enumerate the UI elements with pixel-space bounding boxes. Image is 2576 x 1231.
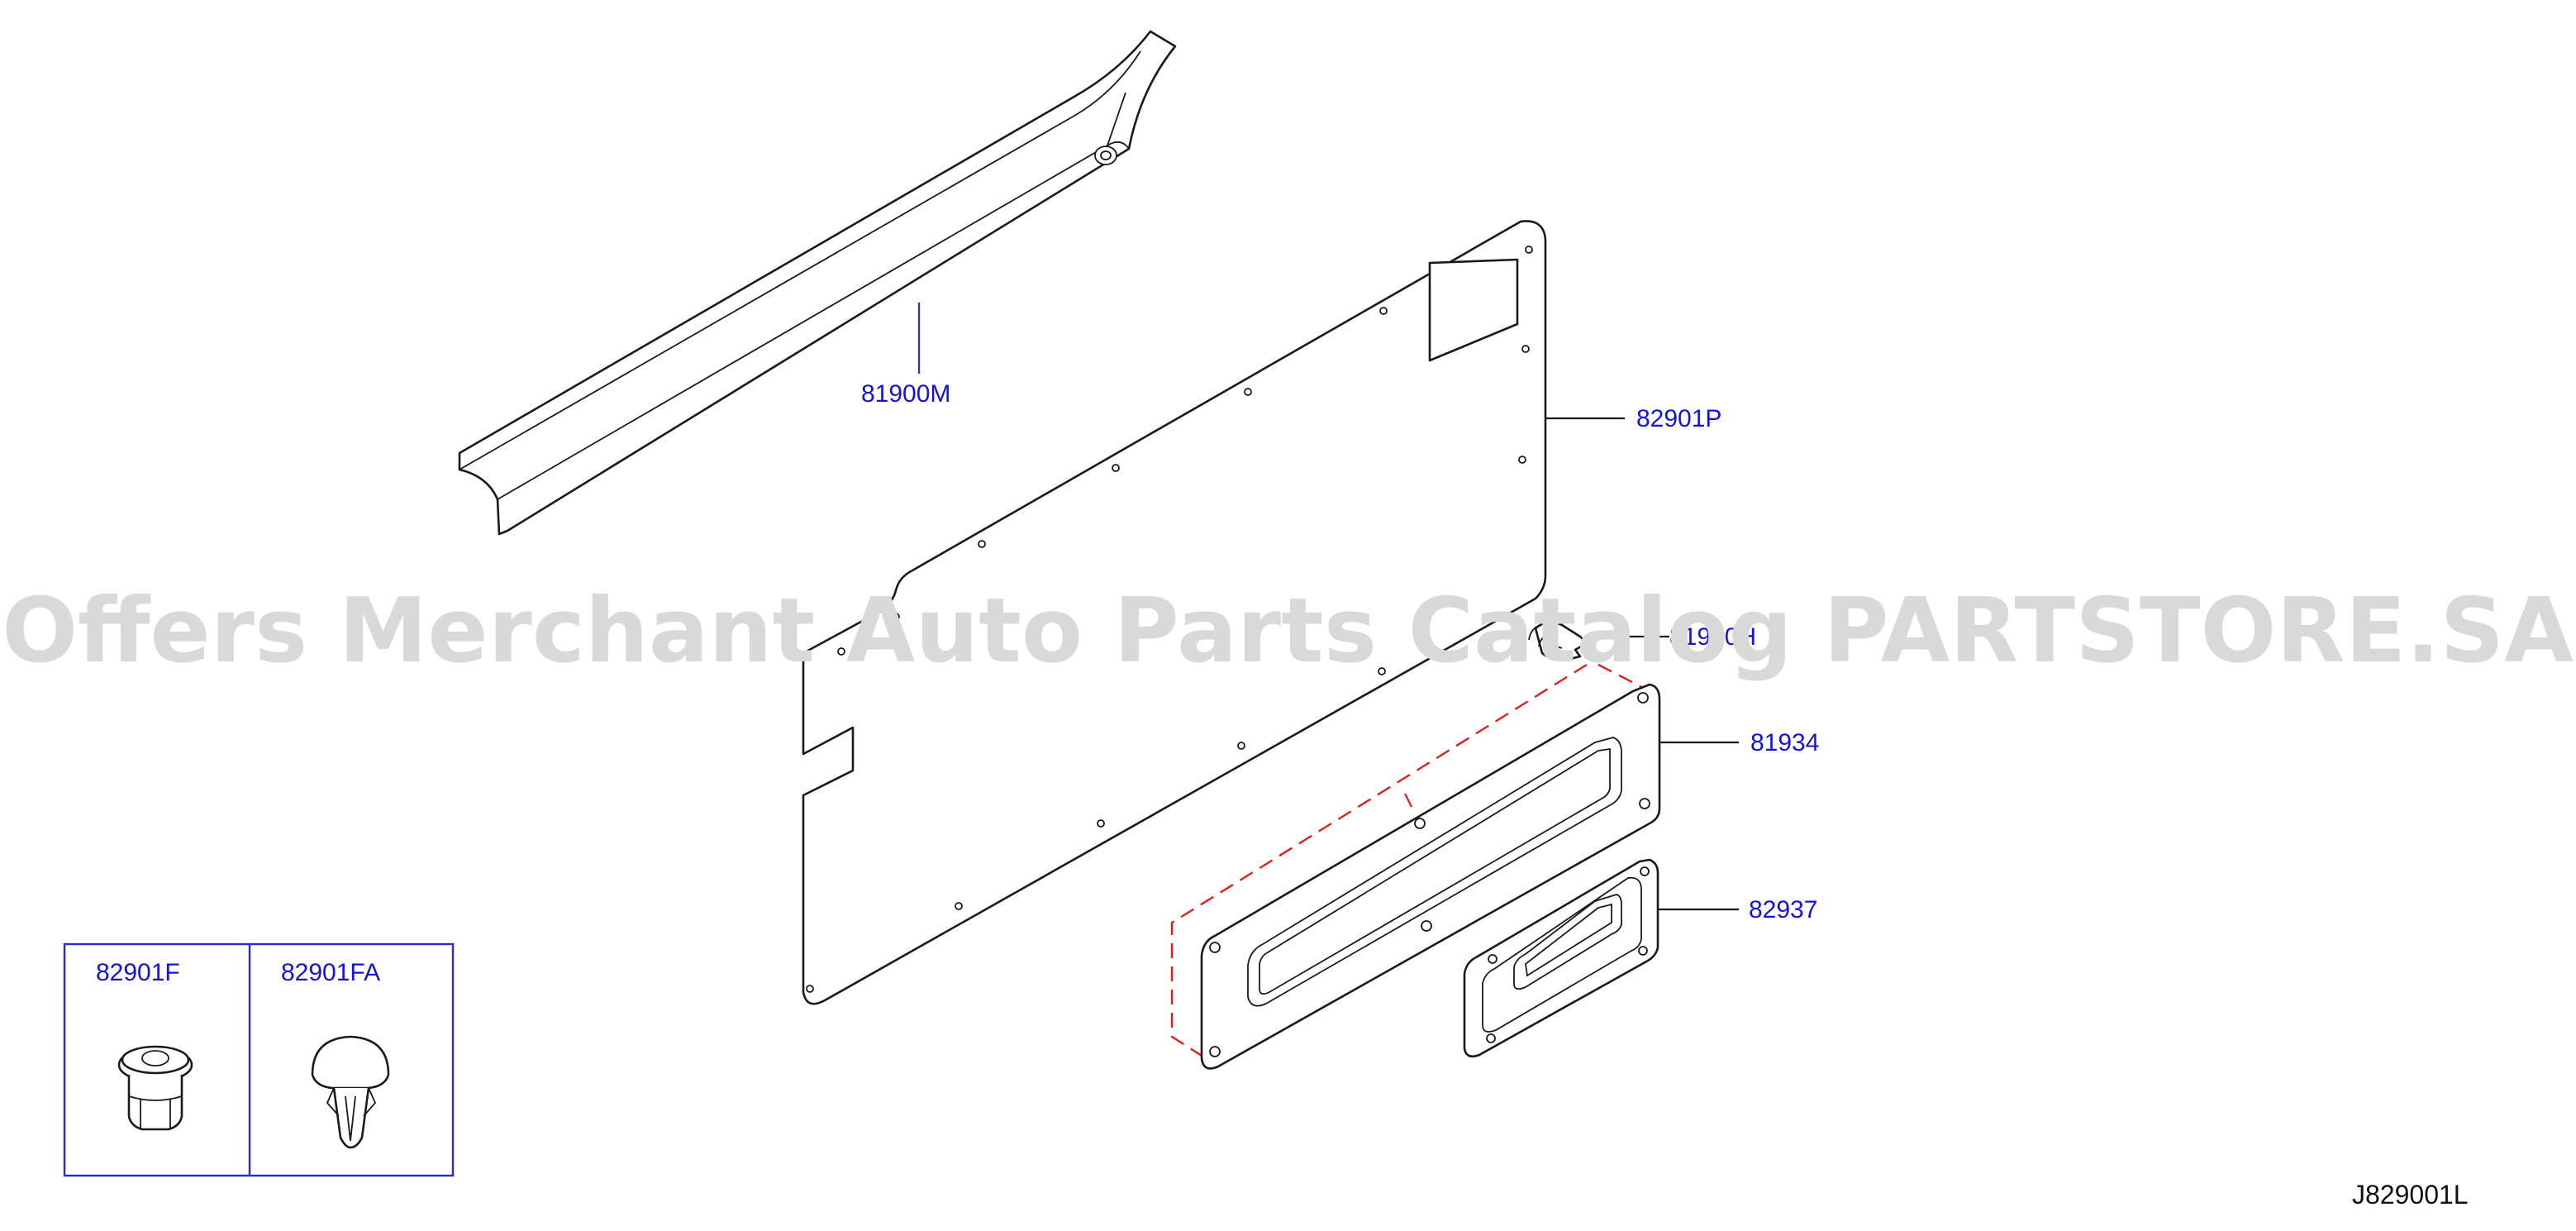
label-81900h: 81900H bbox=[1669, 623, 1756, 651]
gasket-frame-81934 bbox=[1200, 683, 1661, 1070]
plate-82937 bbox=[1463, 858, 1659, 1058]
clip-82901f bbox=[117, 1045, 193, 1131]
label-82937: 82937 bbox=[1749, 896, 1817, 923]
fastener-box bbox=[63, 942, 455, 1177]
trim-strip-81900m bbox=[458, 30, 1177, 536]
assembly-guide-lines bbox=[1170, 663, 1650, 1062]
label-82901p: 82901P bbox=[1636, 405, 1721, 432]
label-81934: 81934 bbox=[1750, 729, 1819, 756]
diagram-reference-code: J829001L bbox=[2352, 1180, 2469, 1210]
clip-82901fa bbox=[311, 1035, 390, 1149]
label-82901f: 82901F bbox=[96, 959, 180, 986]
label-82901fa: 82901FA bbox=[281, 959, 380, 986]
door-panel-82901p bbox=[802, 220, 1547, 1005]
label-81900m: 81900M bbox=[861, 380, 950, 408]
panel-holes bbox=[806, 246, 1533, 993]
clip-81900h bbox=[1528, 621, 1588, 661]
watermark: Offers Merchant Auto Parts Catalog PARTS… bbox=[2, 580, 2574, 683]
